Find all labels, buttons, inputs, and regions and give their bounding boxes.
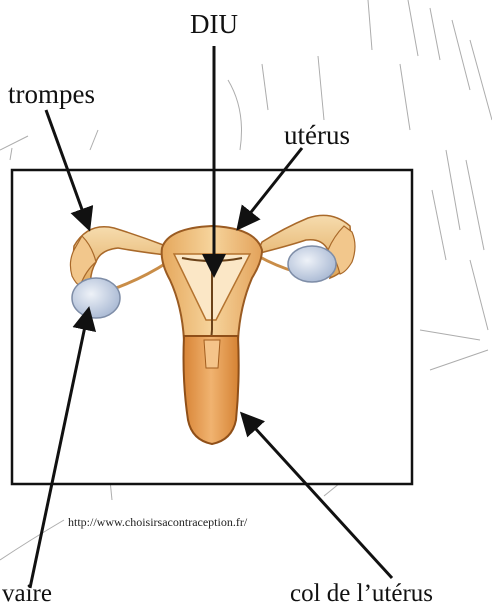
label-trompes: trompes (8, 79, 95, 109)
right-ovary (288, 246, 336, 282)
label-uterus: utérus (284, 120, 350, 150)
label-diu: DIU (190, 9, 238, 39)
label-col-uterus: col de l’utérus (290, 580, 433, 607)
cervical-canal (204, 340, 220, 368)
source-url: http://www.choisirsacontraception.fr/ (68, 515, 248, 529)
left-ovary (72, 278, 120, 318)
label-ovaire: vaire (2, 580, 52, 607)
